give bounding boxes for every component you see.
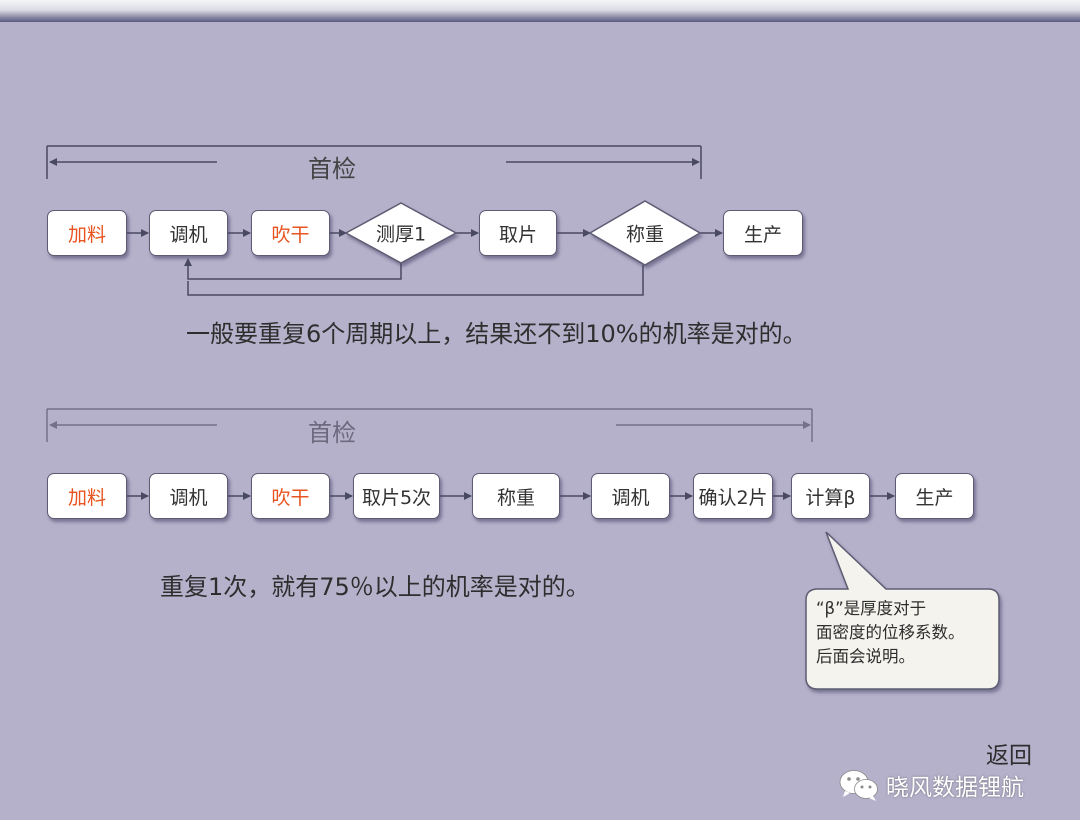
flow1-step-blow-dry[interactable]: 吹干 — [251, 210, 330, 256]
flow1-step-add-material[interactable]: 加料 — [47, 210, 127, 256]
flow2-step-compute-beta[interactable]: 计算β — [791, 473, 870, 519]
callout-line-3: 后面会说明。 — [816, 647, 915, 666]
flow2-step-take-samples[interactable]: 取片5次 — [353, 473, 440, 519]
flow1-section-title: 首检 — [308, 155, 356, 183]
wechat-icon — [839, 770, 878, 801]
weigh-diamond[interactable] — [588, 200, 702, 266]
flow2-step-confirm[interactable]: 确认2片 — [693, 473, 773, 519]
flow2-step-adjust-machine[interactable]: 调机 — [149, 473, 228, 519]
flow2-step-blow-dry[interactable]: 吹干 — [251, 473, 330, 519]
flow2-step-add-material[interactable]: 加料 — [47, 473, 127, 519]
flow2-bracket — [46, 408, 813, 442]
flow2-step-produce[interactable]: 生产 — [895, 473, 974, 519]
measure-thickness-diamond[interactable] — [344, 202, 458, 264]
callout-line-2: 面密度的位移系数。 — [816, 623, 965, 642]
bottom-strip — [0, 820, 1080, 834]
flow2-note: 重复1次，就有75％以上的机率是对的。 — [160, 573, 590, 601]
flow2-step-weigh[interactable]: 称重 — [472, 473, 560, 519]
flow2-section-title: 首检 — [308, 419, 356, 447]
flow1-step-take-sample[interactable]: 取片 — [479, 210, 557, 256]
callout-line-1: “β”是厚度对于 — [816, 599, 927, 618]
back-link[interactable]: 返回 — [986, 743, 1032, 769]
flow1-step-produce[interactable]: 生产 — [723, 210, 803, 256]
flow1-bracket — [46, 145, 702, 179]
flow1-step-weigh: 称重 — [625, 223, 665, 246]
beta-callout-text: “β”是厚度对于 面密度的位移系数。 后面会说明。 — [816, 597, 1002, 669]
flow2-step-adjust-machine-2[interactable]: 调机 — [591, 473, 670, 519]
brand-name: 晓风数据锂航 — [886, 775, 1024, 801]
brand-watermark: 晓风数据锂航 — [838, 768, 1024, 802]
flow1-step-adjust-machine[interactable]: 调机 — [149, 210, 228, 256]
flow1-step-measure-thickness: 测厚1 — [375, 223, 427, 246]
flow1-feedback-loops — [184, 258, 644, 296]
beta-callout-bubble — [805, 531, 1000, 690]
title-bar — [0, 0, 1080, 22]
flow1-note: 一般要重复6个周期以上，结果还不到10%的机率是对的。 — [186, 320, 807, 348]
